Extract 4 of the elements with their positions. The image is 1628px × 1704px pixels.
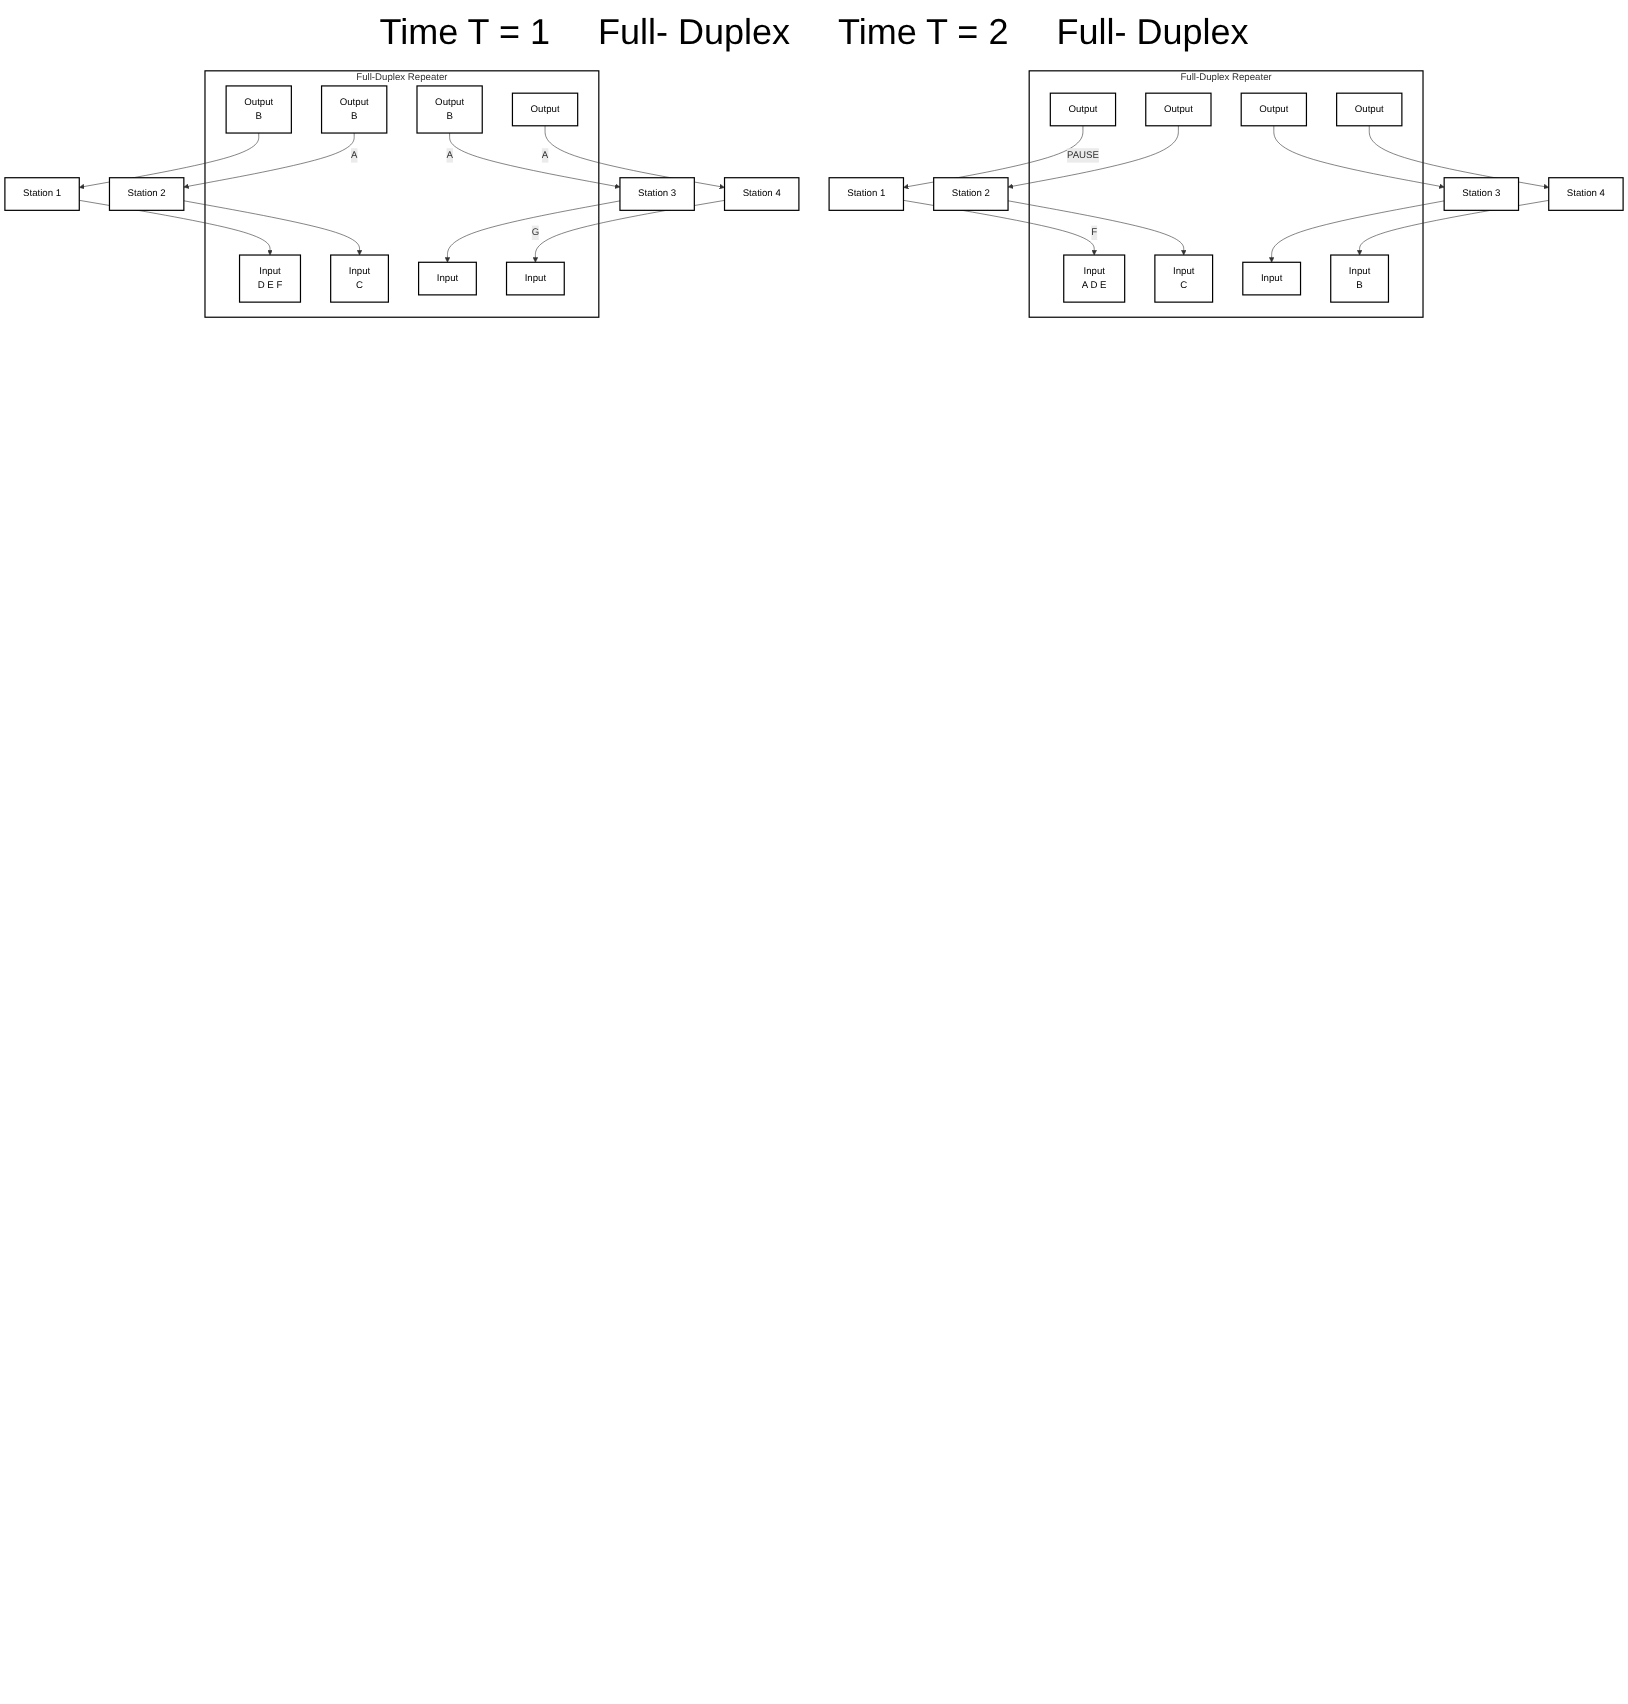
note-text: Full- Duplex: [1056, 12, 1249, 54]
note-text: Time T = 2: [838, 12, 1009, 54]
note-text: Time T = 1: [379, 12, 550, 54]
note-text: Full- Duplex: [597, 12, 790, 54]
